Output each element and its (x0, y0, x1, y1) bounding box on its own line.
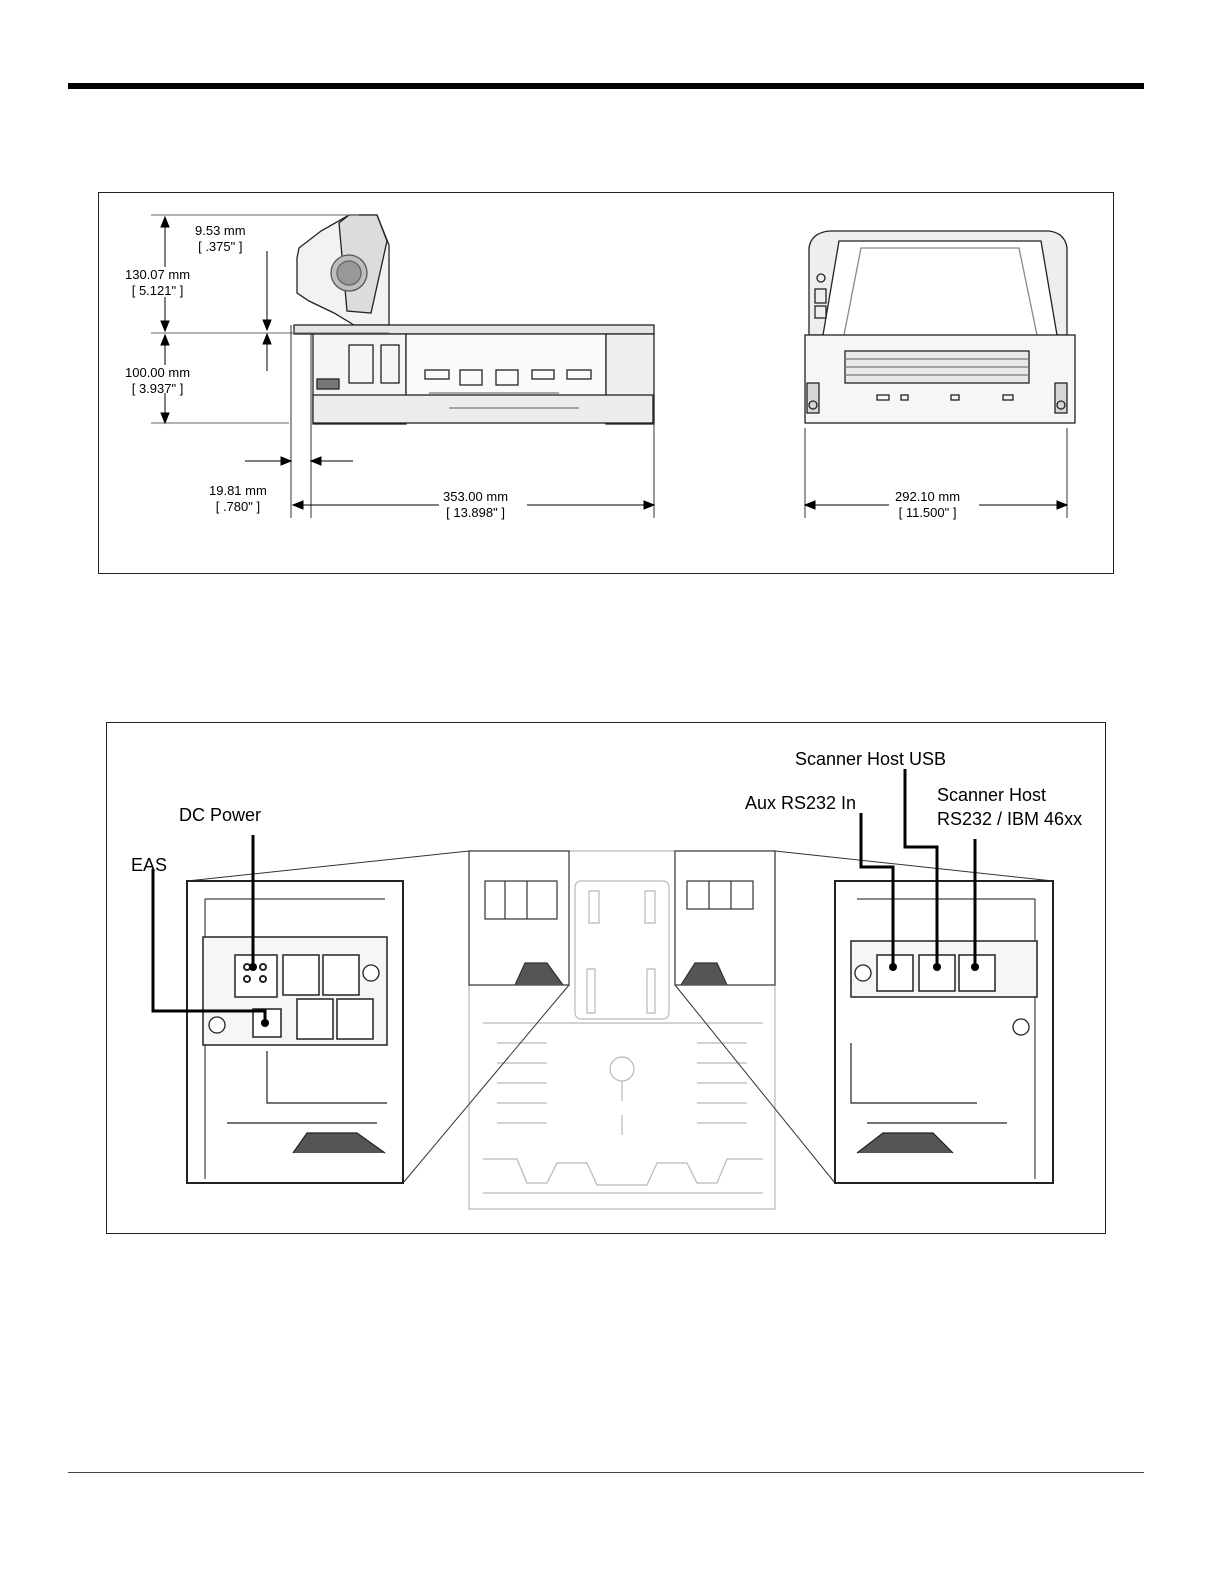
front-view-scanner (805, 231, 1075, 423)
base-height-mm: 100.00 mm (125, 365, 190, 381)
connectors-figure: EAS DC Power Aux RS232 In Scanner Host U… (106, 722, 1106, 1234)
length-mm: 353.00 mm (443, 489, 508, 505)
front-offset-mm: 19.81 mm (209, 483, 267, 499)
scanner-host-rs232-line2: RS232 / IBM 46xx (937, 807, 1082, 831)
top-offset-mm: 9.53 mm (195, 223, 246, 239)
scanner-host-usb-label: Scanner Host USB (795, 747, 946, 771)
scanner-host-rs232-label: Scanner Host RS232 / IBM 46xx (937, 783, 1082, 831)
front-offset-dimension: 19.81 mm [ .780" ] (209, 483, 267, 515)
header-rule (68, 83, 1144, 89)
right-connector-panel (835, 881, 1053, 1183)
footer-rule (68, 1472, 1144, 1473)
tower-height-mm: 130.07 mm (125, 267, 190, 283)
side-view-scanner (294, 215, 654, 424)
tower-height-dimension: 130.07 mm [ 5.121" ] (125, 267, 190, 299)
eas-label: EAS (131, 853, 167, 877)
top-offset-inch: [ .375" ] (195, 239, 246, 255)
top-offset-dimension: 9.53 mm [ .375" ] (195, 223, 246, 255)
width-dimension: 292.10 mm [ 11.500" ] (895, 489, 960, 521)
length-dimension: 353.00 mm [ 13.898" ] (443, 489, 508, 521)
scanner-host-rs232-line1: Scanner Host (937, 783, 1082, 807)
left-connector-panel (187, 881, 403, 1183)
base-height-dimension: 100.00 mm [ 3.937" ] (125, 365, 190, 397)
width-inch: [ 11.500" ] (895, 505, 960, 521)
tower-height-inch: [ 5.121" ] (125, 283, 190, 299)
base-height-inch: [ 3.937" ] (125, 381, 190, 397)
dimensions-figure: 9.53 mm [ .375" ] 130.07 mm [ 5.121" ] 1… (98, 192, 1114, 574)
length-inch: [ 13.898" ] (443, 505, 508, 521)
front-offset-inch: [ .780" ] (209, 499, 267, 515)
aux-rs232-in-label: Aux RS232 In (745, 791, 856, 815)
dimensions-drawing (99, 193, 1113, 573)
dc-power-label: DC Power (179, 803, 261, 827)
width-mm: 292.10 mm (895, 489, 960, 505)
